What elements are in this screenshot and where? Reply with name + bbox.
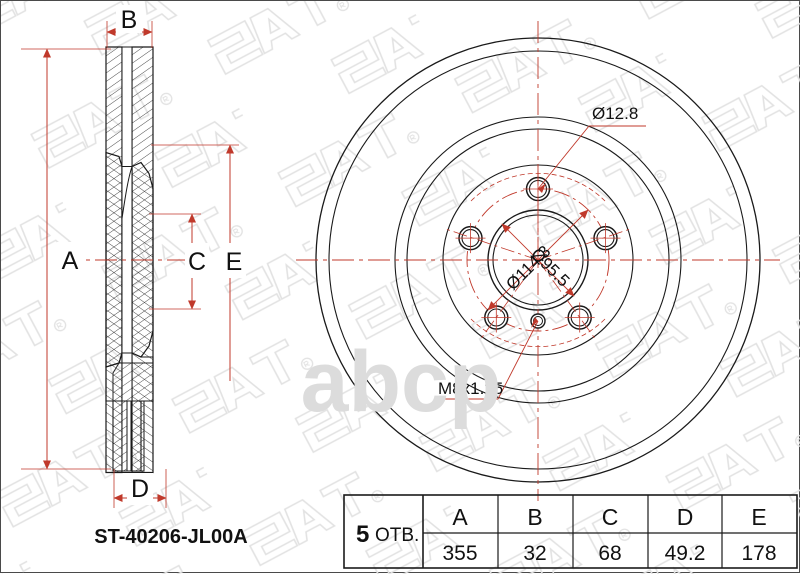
holes-label: ОТВ. bbox=[375, 525, 419, 546]
face-view: Ø12.8 Ø114.3 Ø95.5 M8x1.25 bbox=[296, 21, 780, 501]
table-header-A: A bbox=[452, 504, 468, 530]
rotor-section-outline bbox=[105, 46, 154, 474]
abcp-watermark-text: abcp bbox=[301, 334, 502, 430]
table-value-E: 178 bbox=[741, 542, 776, 565]
dimension-label-B: B bbox=[121, 6, 138, 34]
table-value-D: 49.2 bbox=[665, 542, 706, 565]
callout-thread: M8x1.25 bbox=[438, 317, 539, 400]
table-value-A: 355 bbox=[442, 542, 477, 565]
spec-table: 5 ОТВ. A B C D E 355 32 68 49.2 178 bbox=[343, 494, 798, 569]
table-header-E: E bbox=[751, 504, 766, 530]
table-value-B: 32 bbox=[523, 542, 546, 565]
dimension-A: A bbox=[21, 48, 111, 470]
dimension-label-D: D bbox=[131, 475, 149, 503]
dimension-label-A: A bbox=[62, 247, 79, 275]
dimension-E: E bbox=[151, 144, 246, 381]
dimension-D: D bbox=[113, 469, 167, 508]
dimension-C: C bbox=[149, 213, 209, 310]
dimension-B: B bbox=[106, 5, 153, 48]
bolt-circle-arcs bbox=[470, 173, 606, 347]
table-header-C: C bbox=[602, 504, 619, 530]
callout-hole-diameter: Ø12.8 bbox=[537, 104, 646, 193]
cross-section-view: A B C E bbox=[21, 5, 248, 548]
part-number-label: ST-40206-JL00A bbox=[94, 526, 247, 548]
dimension-label-C: C bbox=[188, 248, 206, 276]
lug-radial-centerlines bbox=[443, 161, 633, 341]
table-header-B: B bbox=[527, 504, 542, 530]
callout-hole-diameter-label: Ø12.8 bbox=[592, 104, 638, 123]
table-header-D: D bbox=[677, 504, 694, 530]
holes-count: 5 bbox=[356, 521, 369, 548]
callout-thread-label: M8x1.25 bbox=[438, 379, 503, 398]
dimension-label-E: E bbox=[226, 248, 243, 276]
table-value-C: 68 bbox=[598, 542, 621, 565]
